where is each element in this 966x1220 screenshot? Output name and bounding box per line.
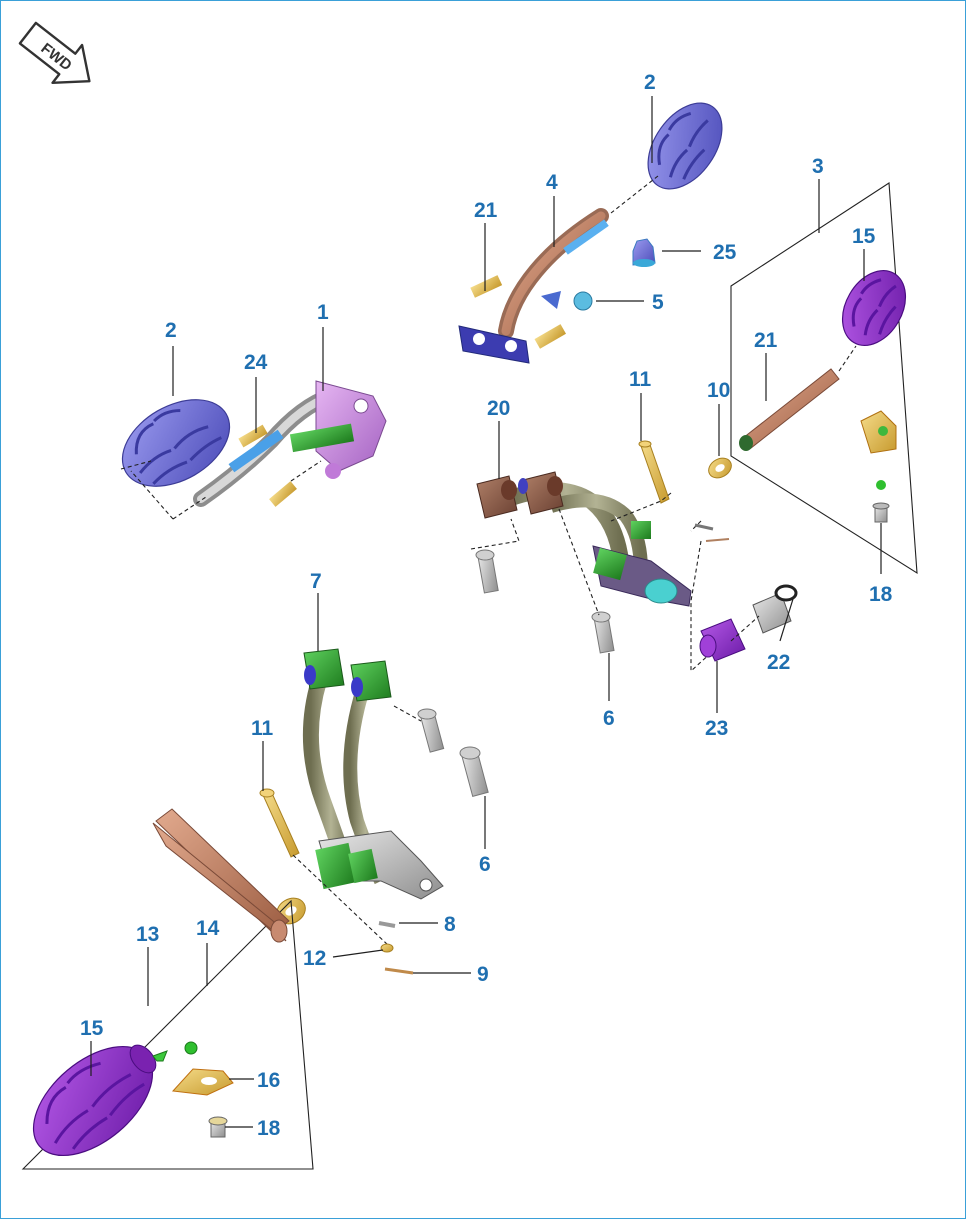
footrest-rubber-15-left — [32, 1044, 157, 1157]
assembly-outline-3 — [730, 182, 918, 575]
bolt-21 — [470, 275, 566, 349]
bushing-23 — [699, 618, 746, 662]
cap-5 — [573, 291, 593, 311]
cotter-9 — [384, 967, 414, 975]
pin-21-right — [739, 368, 840, 451]
callout-18-left: 18 — [257, 1117, 281, 1140]
callout-2-left: 2 — [165, 319, 177, 342]
washer-12 — [380, 943, 394, 953]
bolt-24 — [238, 424, 297, 507]
footrest-rubber-15-right — [841, 270, 907, 346]
screw-18-left — [208, 1116, 228, 1138]
pin-14-body — [152, 822, 288, 943]
callout-4: 4 — [546, 171, 558, 194]
callout-8: 8 — [444, 913, 456, 936]
callout-16: 16 — [257, 1069, 280, 1092]
spacer-22 — [752, 584, 798, 634]
callout-13: 13 — [136, 923, 159, 946]
callout-6-lower: 6 — [479, 853, 491, 876]
callout-2-top: 2 — [644, 71, 656, 94]
bracket-assembly-7 — [302, 648, 444, 900]
callout-15-left: 15 — [80, 1017, 104, 1040]
bolt-6-lower-b — [459, 746, 489, 797]
screw-green-left — [152, 1050, 168, 1062]
callout-24: 24 — [244, 351, 268, 374]
callout-1: 1 — [317, 301, 329, 324]
callout-20: 20 — [487, 397, 510, 420]
callout-18-right: 18 — [869, 583, 893, 606]
callout-22: 22 — [767, 651, 790, 674]
callout-11-lower: 11 — [251, 717, 274, 740]
callout-6-middle: 6 — [603, 707, 615, 730]
bolt-6-upper — [475, 549, 499, 594]
assembly-outline-13 — [21, 899, 314, 1170]
callout-21-top: 21 — [474, 199, 498, 222]
callout-21-right: 21 — [754, 329, 778, 352]
callout-10: 10 — [707, 379, 730, 402]
footrest-rubber-top — [647, 102, 723, 190]
callout-5: 5 — [652, 291, 664, 314]
bolt-6-lower-a — [417, 708, 445, 753]
bracket-assembly-20 — [476, 471, 692, 607]
callout-12: 12 — [303, 947, 326, 970]
grommet-green-right — [876, 480, 886, 490]
washer-10 — [708, 457, 732, 479]
fwd-arrow-icon: FWD — [18, 21, 91, 85]
callout-leaders — [90, 96, 882, 1128]
callout-3: 3 — [812, 155, 824, 178]
clip-16 — [171, 1068, 234, 1096]
callout-25: 25 — [713, 241, 737, 264]
footrest-rubber-left — [121, 399, 231, 487]
footrest-bracket-left — [193, 380, 387, 507]
leader-dash-left — [120, 460, 207, 520]
pin-11-lower — [259, 788, 300, 858]
grommet-green-left — [184, 1041, 198, 1055]
clip-orange-right — [860, 410, 897, 454]
pin-small-right — [694, 523, 730, 542]
callout-11-right: 11 — [629, 368, 652, 391]
callout-7: 7 — [310, 570, 322, 593]
cap-25 — [632, 238, 656, 267]
screw-18-right — [872, 502, 890, 523]
bolt-6-middle — [591, 611, 615, 654]
callout-15-right: 15 — [852, 225, 876, 248]
callout-14: 14 — [196, 917, 220, 940]
footrest-arm-4 — [458, 208, 609, 364]
pin-8 — [378, 921, 396, 928]
callout-23: 23 — [705, 717, 728, 740]
callout-9: 9 — [477, 963, 489, 986]
pin-11-right — [638, 440, 670, 504]
